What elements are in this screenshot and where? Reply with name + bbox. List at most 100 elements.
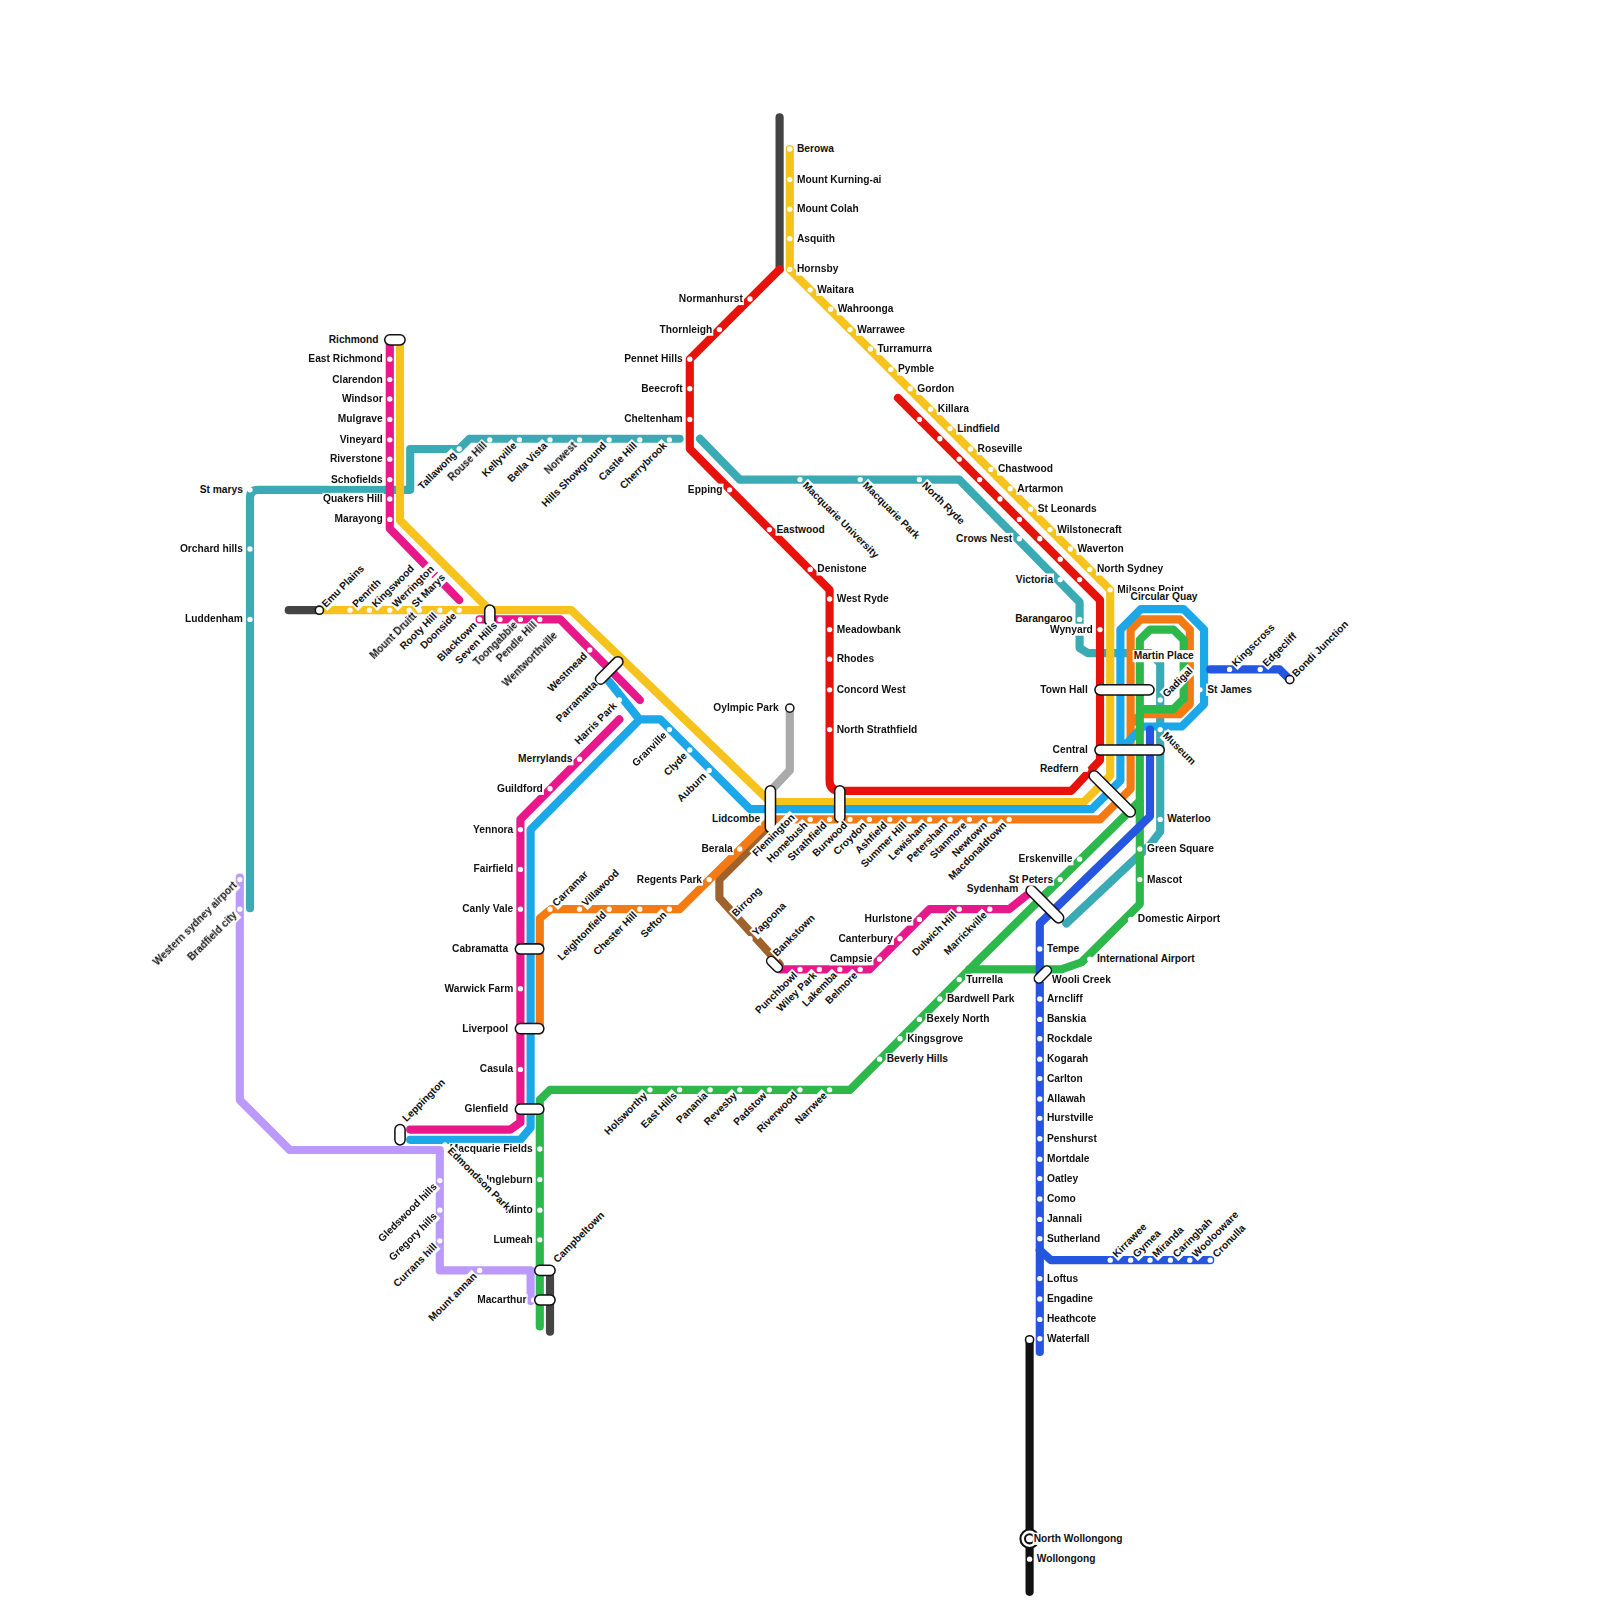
station-name: Penshurst [1046,1133,1098,1145]
station-dot [1128,917,1133,922]
station-dot [237,907,242,912]
station-name: Orchard hills [179,543,244,555]
station-dot [387,608,392,613]
station-name: Town Hall [1039,684,1088,696]
station-dot [1128,1258,1133,1263]
station-dot [917,1017,922,1022]
station-name: Leppington [399,1076,448,1125]
station-dot [547,907,552,912]
station-dot [667,907,672,912]
station-dot [717,327,722,332]
station-dot [968,446,973,451]
station-name: North Wollongong [1033,1533,1124,1545]
station-dot [1197,687,1202,692]
station-dot [1037,1157,1042,1162]
station-dot [1037,1036,1042,1041]
station-dot [747,296,752,301]
station-dot [877,957,882,962]
station-dot [687,417,692,422]
station-name: Turramurra [877,343,933,355]
station-dot [827,727,832,732]
station-name: Mulgrave [337,413,384,425]
station-name: Beverly Hills [886,1053,949,1065]
station-name: Wooli Creek [1051,973,1112,985]
station-dot [387,377,392,382]
station-dot [537,1237,542,1242]
station-name: Roseville [977,443,1024,455]
station-name: Chastwood [997,463,1054,475]
station-dot [797,967,802,972]
station-name: Heathcote [1046,1313,1097,1325]
station-dot [477,1268,482,1273]
station-dot [877,1057,882,1062]
station-dot [667,437,672,442]
station-dot [437,1238,442,1243]
station-dot [827,596,832,601]
station-dot [387,496,392,501]
station-dot [987,907,992,912]
station-dot [687,357,692,362]
station-dot [1037,946,1042,951]
station-name: St James [1206,684,1253,696]
station-dot [607,437,612,442]
station-dot [1037,1196,1042,1201]
station-dot [1037,1217,1042,1222]
station-dot [367,608,372,613]
station-dot [1037,1017,1042,1022]
station-dot [1028,507,1033,512]
station-dot [547,786,552,791]
station-dot [808,567,813,572]
station-name: Artarmon [1016,483,1064,495]
station-dot [497,617,502,622]
station-dot [387,477,392,482]
station-name: Carlton [1046,1072,1084,1084]
station-dot [347,608,352,613]
station-dot [787,236,792,241]
station-dot [537,617,542,622]
station-dot [518,867,523,872]
station-name: East Richmond [307,353,383,365]
station-dot [887,817,892,822]
station-dot [387,457,392,462]
station-name: Waterloo [1166,813,1211,825]
station-dot [518,827,523,832]
station-name: Bexely North [926,1013,991,1025]
station-dot [868,346,873,351]
station-dot [387,517,392,522]
station-dot [237,877,242,882]
station-dot [577,757,582,762]
station-dot [707,768,712,773]
station-name: Waverton [1077,543,1125,555]
station-dot [737,846,742,851]
station-name: Campsie [829,953,874,965]
station-name: St Leonards [1037,503,1098,515]
station-dot [518,986,523,991]
station-dot [437,1208,442,1213]
station-dot [858,967,863,972]
station-name: Wilstonecraft [1056,523,1123,535]
station-name: North Strathfield [836,723,919,735]
station-dot [517,437,522,442]
station-dot [957,907,962,912]
station-name: Banskia [1046,1013,1087,1025]
station-name: Loftus [1046,1272,1079,1284]
station-name: Richmond [328,334,380,346]
station-dot [1037,1096,1042,1101]
station-dot [828,307,833,312]
station-dot [1158,817,1163,822]
station-name: Mortdale [1046,1153,1091,1165]
station-dot [1137,877,1142,882]
station-dot [917,477,922,482]
station-name: Gordon [916,383,955,395]
station-dot [787,267,792,272]
station-dot [957,977,962,982]
station-dot [1168,1258,1173,1263]
station-dot [1077,617,1082,622]
station-dot [1037,996,1042,1001]
station-name: Eastwood [776,523,826,535]
station-dot [747,936,752,941]
station-name: Birrong [729,884,765,920]
station-name: Oatley [1046,1172,1079,1184]
station-name: West Ryde [836,593,890,605]
